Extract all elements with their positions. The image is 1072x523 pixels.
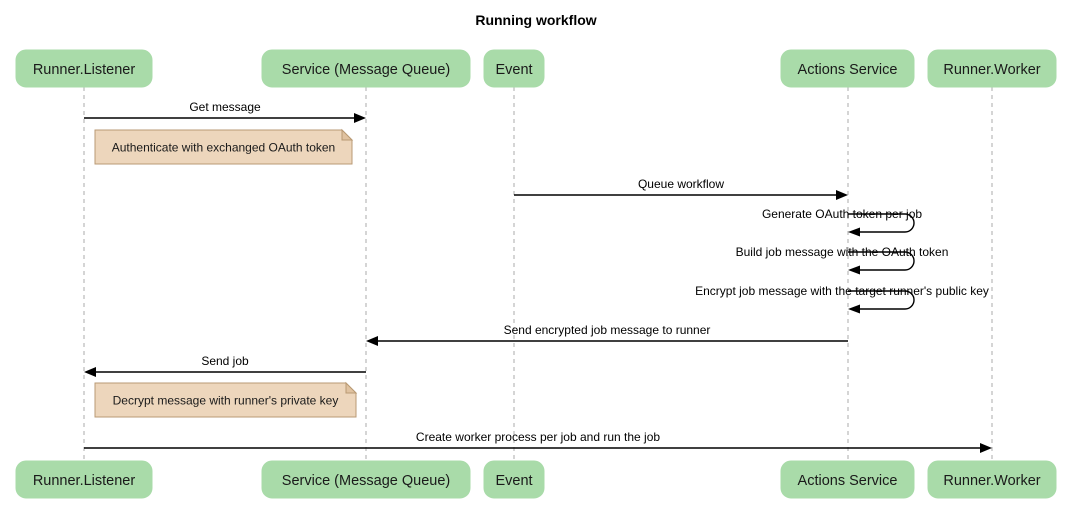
lifelines-group xyxy=(83,87,993,461)
participant-actions_service-bottom[interactable]: Actions Service xyxy=(780,460,915,499)
message-m3[interactable]: Generate OAuth token per job xyxy=(762,207,922,237)
participant-runner_worker-top[interactable]: Runner.Worker xyxy=(927,49,1057,88)
participant-event-top[interactable]: Event xyxy=(483,49,545,88)
message-m2[interactable]: Queue workflow xyxy=(514,177,848,200)
participant-box xyxy=(261,460,471,499)
participant-runner_listener-top[interactable]: Runner.Listener xyxy=(15,49,153,88)
arrowhead-left xyxy=(848,227,860,237)
note-body xyxy=(94,382,357,418)
self-loop-path xyxy=(848,290,915,310)
arrowhead-right xyxy=(354,113,366,123)
note-label: Decrypt message with runner's private ke… xyxy=(113,394,339,408)
message-m4[interactable]: Build job message with the OAuth token xyxy=(736,245,949,275)
participant-box xyxy=(15,460,153,499)
message-label: Send encrypted job message to runner xyxy=(504,323,711,337)
participant-box xyxy=(780,460,915,499)
participant-box xyxy=(780,49,915,88)
note-body xyxy=(94,129,353,165)
participant-box xyxy=(483,49,545,88)
arrowhead-left xyxy=(84,367,96,377)
message-m5[interactable]: Encrypt job message with the target runn… xyxy=(695,284,989,314)
participant-runner_worker-bottom[interactable]: Runner.Worker xyxy=(927,460,1057,499)
participant-label: Runner.Listener xyxy=(33,473,136,489)
participant-label: Runner.Worker xyxy=(943,473,1040,489)
arrowhead-left xyxy=(848,265,860,275)
participants-bottom-group: Runner.Listener Service (Message Queue) Ev… xyxy=(15,460,1057,499)
message-m6[interactable]: Send encrypted job message to runner xyxy=(366,323,848,346)
participant-box xyxy=(261,49,471,88)
message-label: Build job message with the OAuth token xyxy=(736,245,949,259)
notes-group: Authenticate with exchanged OAuth tokenD… xyxy=(94,128,358,418)
message-label: Get message xyxy=(189,100,261,114)
page-title: Running workflow xyxy=(475,12,596,28)
note-n2: Decrypt message with runner's private ke… xyxy=(94,381,358,418)
message-m7[interactable]: Send job xyxy=(84,354,366,377)
message-label: Generate OAuth token per job xyxy=(762,207,922,221)
self-loop-path xyxy=(848,251,915,271)
participant-box xyxy=(15,49,153,88)
participant-label: Service (Message Queue) xyxy=(282,473,450,489)
participant-actions_service-top[interactable]: Actions Service xyxy=(780,49,915,88)
message-label: Send job xyxy=(201,354,249,368)
arrowhead-left xyxy=(848,304,860,314)
note-fold-corner-icon xyxy=(341,128,354,141)
participant-label: Actions Service xyxy=(798,473,898,489)
participant-label: Actions Service xyxy=(798,62,898,78)
participant-label: Runner.Listener xyxy=(33,62,136,78)
participant-label: Event xyxy=(495,473,532,489)
participant-label: Runner.Worker xyxy=(943,62,1040,78)
participant-box xyxy=(927,49,1057,88)
participants-top-group: Runner.Listener Service (Message Queue) Ev… xyxy=(15,49,1057,88)
participant-service_mq-top[interactable]: Service (Message Queue) xyxy=(261,49,471,88)
message-label: Encrypt job message with the target runn… xyxy=(695,284,989,298)
message-label: Create worker process per job and run th… xyxy=(416,430,660,444)
participant-label: Service (Message Queue) xyxy=(282,62,450,78)
participant-event-bottom[interactable]: Event xyxy=(483,460,545,499)
self-loop-path xyxy=(848,213,915,233)
participant-runner_listener-bottom[interactable]: Runner.Listener xyxy=(15,460,153,499)
arrowhead-left xyxy=(366,336,378,346)
participant-label: Event xyxy=(495,62,532,78)
note-n1: Authenticate with exchanged OAuth token xyxy=(94,128,354,165)
message-m8[interactable]: Create worker process per job and run th… xyxy=(84,430,992,453)
arrowhead-right xyxy=(980,443,992,453)
participant-service_mq-bottom[interactable]: Service (Message Queue) xyxy=(261,460,471,499)
participant-box xyxy=(483,460,545,499)
note-fold-corner-icon xyxy=(345,381,358,394)
participant-box xyxy=(927,460,1057,499)
arrowhead-right xyxy=(836,190,848,200)
message-m1[interactable]: Get message xyxy=(84,100,366,123)
message-label: Queue workflow xyxy=(638,177,724,191)
note-label: Authenticate with exchanged OAuth token xyxy=(112,141,335,155)
